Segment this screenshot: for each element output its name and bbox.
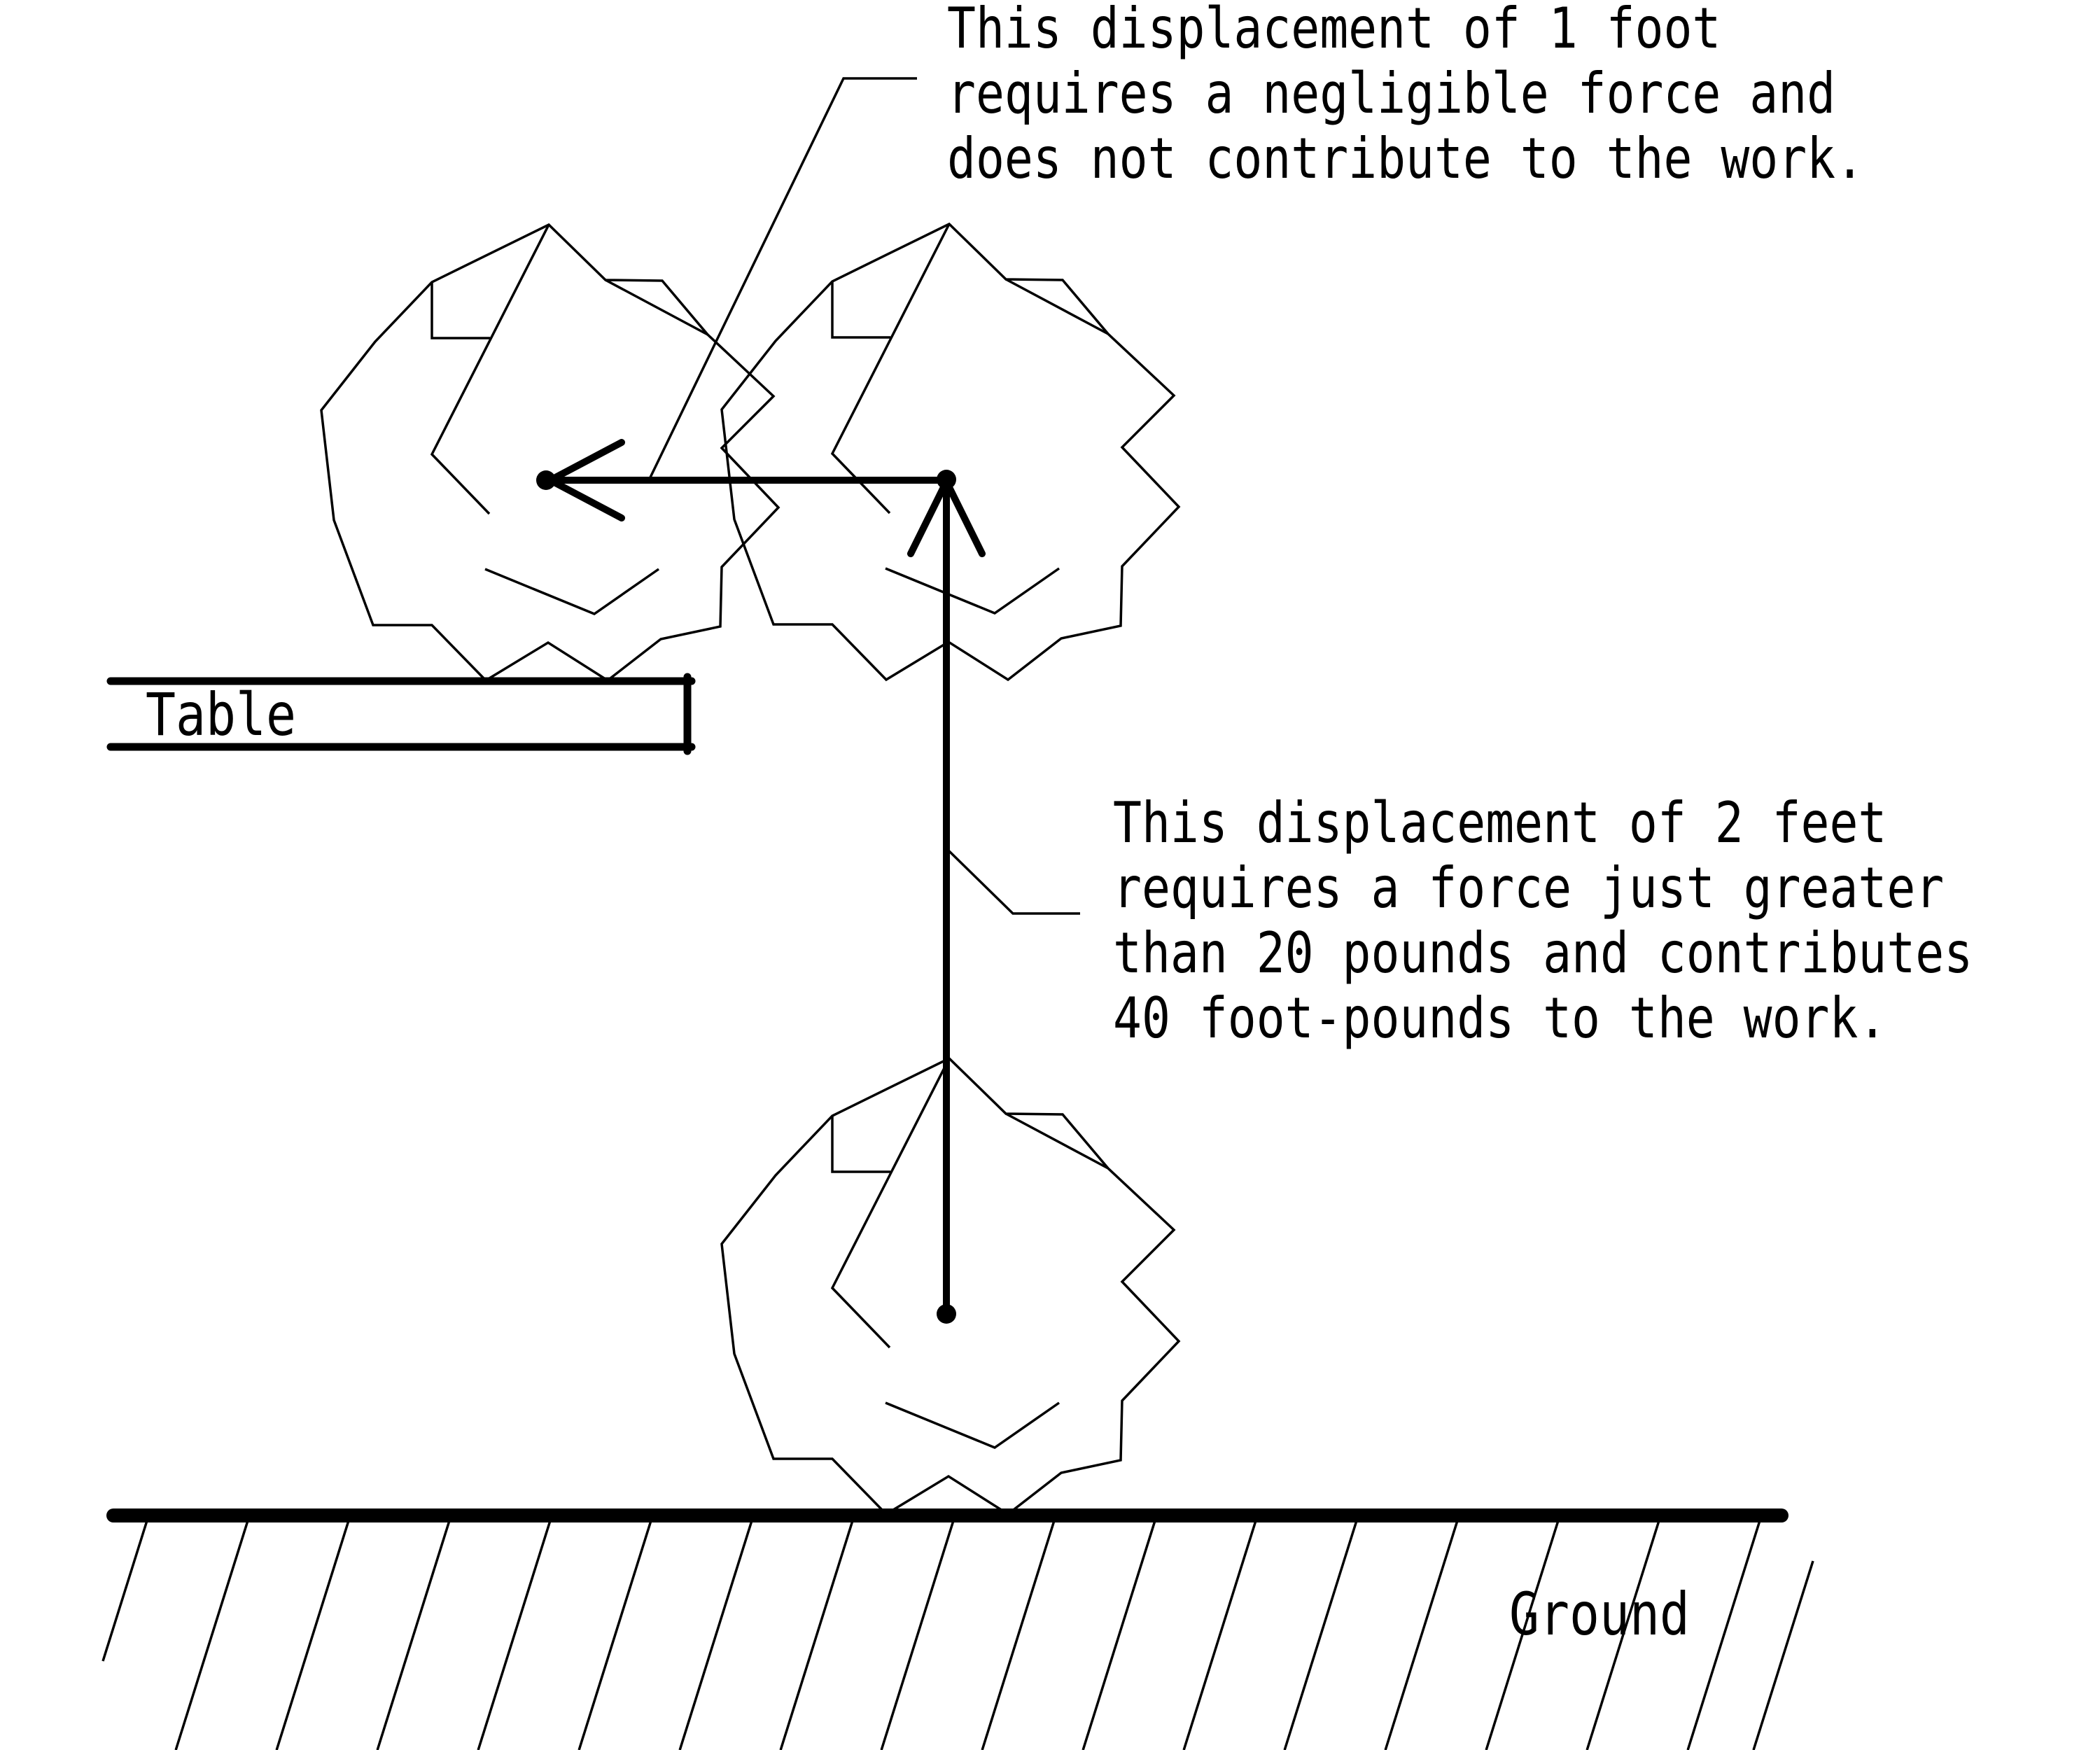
rock-on-table <box>320 223 780 682</box>
hatch-line <box>678 1516 755 1750</box>
hatch-line <box>1686 1516 1763 1750</box>
arrow-tip-dot <box>536 470 556 490</box>
top-annotation: This displacement of 1 foot requires a n… <box>947 0 1865 191</box>
table-label: Table <box>146 680 296 749</box>
hatch-line <box>1283 1516 1359 1750</box>
horizontal-displacement-arrow <box>536 439 956 522</box>
hatch-line <box>1082 1516 1158 1750</box>
arrow-head-up <box>907 478 986 557</box>
hatch-line <box>275 1516 351 1750</box>
arrow-head-left <box>547 439 625 522</box>
ground-hatching <box>102 1516 1814 1750</box>
leader-side-note <box>947 849 1080 915</box>
leader-top-note <box>648 77 917 479</box>
hatch-line <box>102 1516 150 1662</box>
rock-lifted <box>720 223 1180 681</box>
vertical-displacement-arrow <box>907 478 986 1324</box>
side-annotation: This displacement of 2 feet requires a f… <box>1113 790 1973 1051</box>
hatch-line <box>779 1516 855 1750</box>
hatch-line <box>1752 1560 1814 1750</box>
hatch-line <box>1586 1516 1662 1750</box>
ground-label: Ground <box>1509 1580 1690 1648</box>
hatch-line <box>376 1516 452 1750</box>
hatch-line <box>1182 1516 1259 1750</box>
rock-on-ground <box>720 1057 1180 1516</box>
hatch-line <box>174 1516 251 1750</box>
hatch-line <box>578 1516 654 1750</box>
hatch-line <box>477 1516 553 1750</box>
hatch-line <box>880 1516 956 1750</box>
arrow-start-dot <box>937 1304 956 1324</box>
hatch-line <box>1384 1516 1460 1750</box>
hatch-line <box>1485 1516 1561 1750</box>
table-surface <box>106 673 696 755</box>
hatch-line <box>981 1516 1057 1750</box>
